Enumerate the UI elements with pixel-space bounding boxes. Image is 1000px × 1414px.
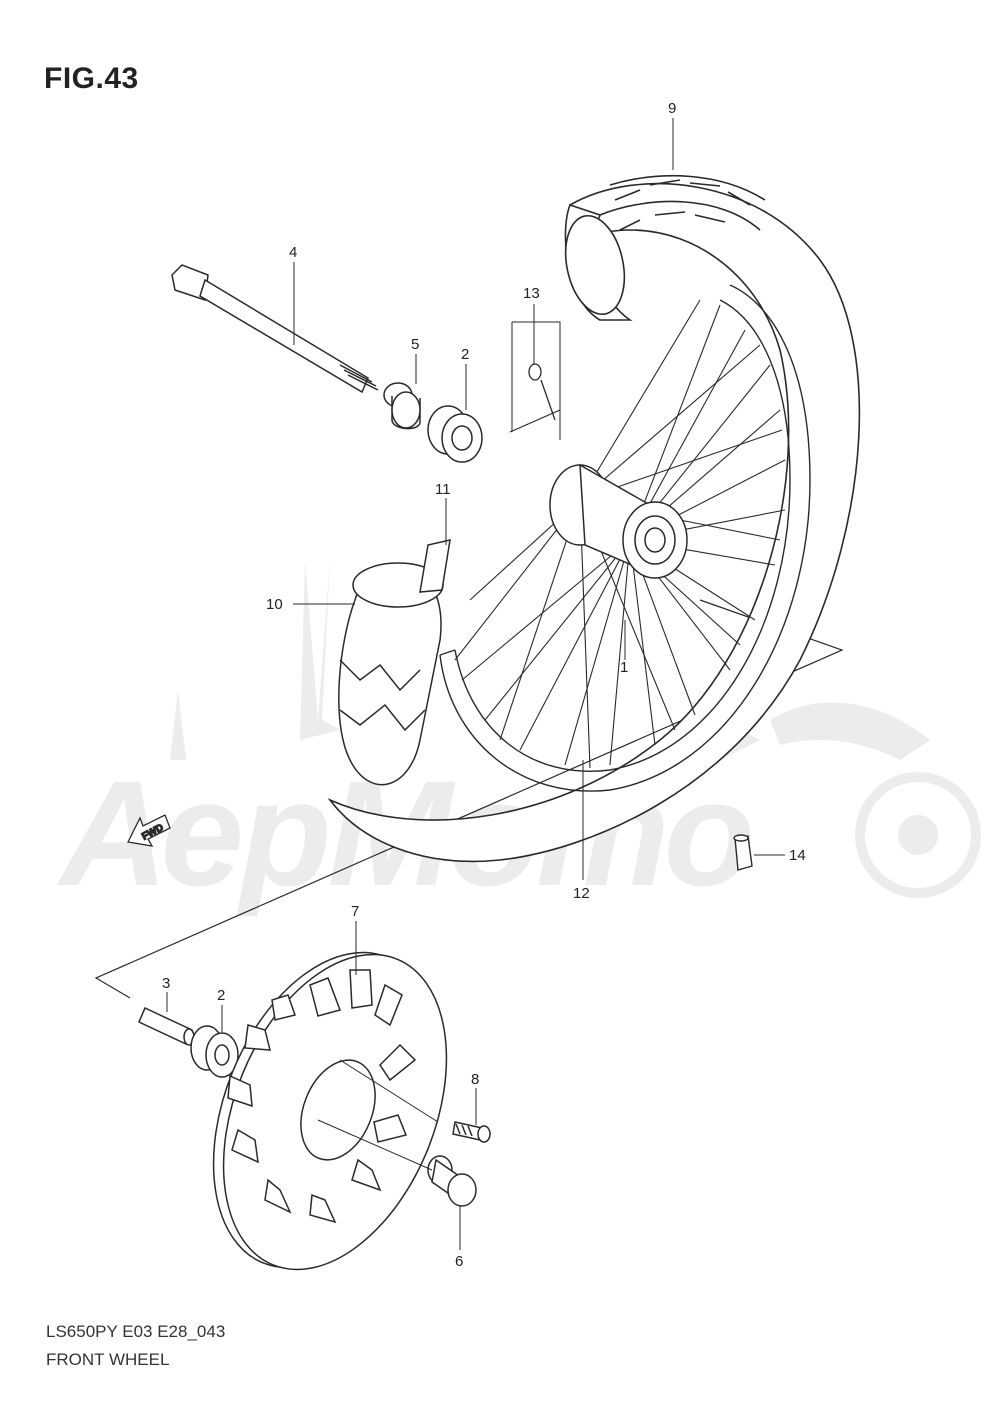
bearing-lower xyxy=(190,1025,239,1078)
tube xyxy=(338,562,444,786)
part-name: FRONT WHEEL xyxy=(46,1350,170,1369)
callout-14: 14 xyxy=(789,847,806,864)
collar-lower xyxy=(427,1155,477,1207)
callout-7: 7 xyxy=(351,903,359,920)
bearing-upper xyxy=(427,405,483,463)
watermark: АерМото xyxy=(56,560,981,917)
callout-9: 9 xyxy=(668,100,676,117)
callout-3: 3 xyxy=(162,975,170,992)
rim xyxy=(439,284,811,792)
callout-2-upper: 2 xyxy=(461,346,469,363)
brake-disc xyxy=(212,951,448,1271)
callout-1: 1 xyxy=(620,659,628,676)
leader-lines xyxy=(166,118,785,1250)
rim-band xyxy=(419,539,451,593)
figure-title: FIG.43 xyxy=(44,62,139,95)
callout-13: 13 xyxy=(523,285,540,302)
callout-6: 6 xyxy=(455,1253,463,1270)
callout-8: 8 xyxy=(471,1071,479,1088)
callout-12: 12 xyxy=(573,885,590,902)
callout-5: 5 xyxy=(411,336,419,353)
axle xyxy=(171,264,379,394)
callout-4: 4 xyxy=(289,244,297,261)
spokes xyxy=(454,299,786,769)
spacer xyxy=(138,1006,195,1046)
hub xyxy=(549,463,688,579)
collar xyxy=(383,382,421,430)
callout-2-lower: 2 xyxy=(217,987,225,1004)
callout-labels: 9 4 13 5 2 11 10 1 12 14 7 3 2 8 6 xyxy=(162,100,806,1270)
spoke-nipple xyxy=(528,363,556,421)
disc-bolt xyxy=(452,1121,491,1143)
callout-10: 10 xyxy=(266,596,283,613)
callout-11: 11 xyxy=(435,481,451,498)
valve-cap xyxy=(733,834,753,871)
model-code: LS650PY E03 E28_043 xyxy=(46,1322,226,1341)
